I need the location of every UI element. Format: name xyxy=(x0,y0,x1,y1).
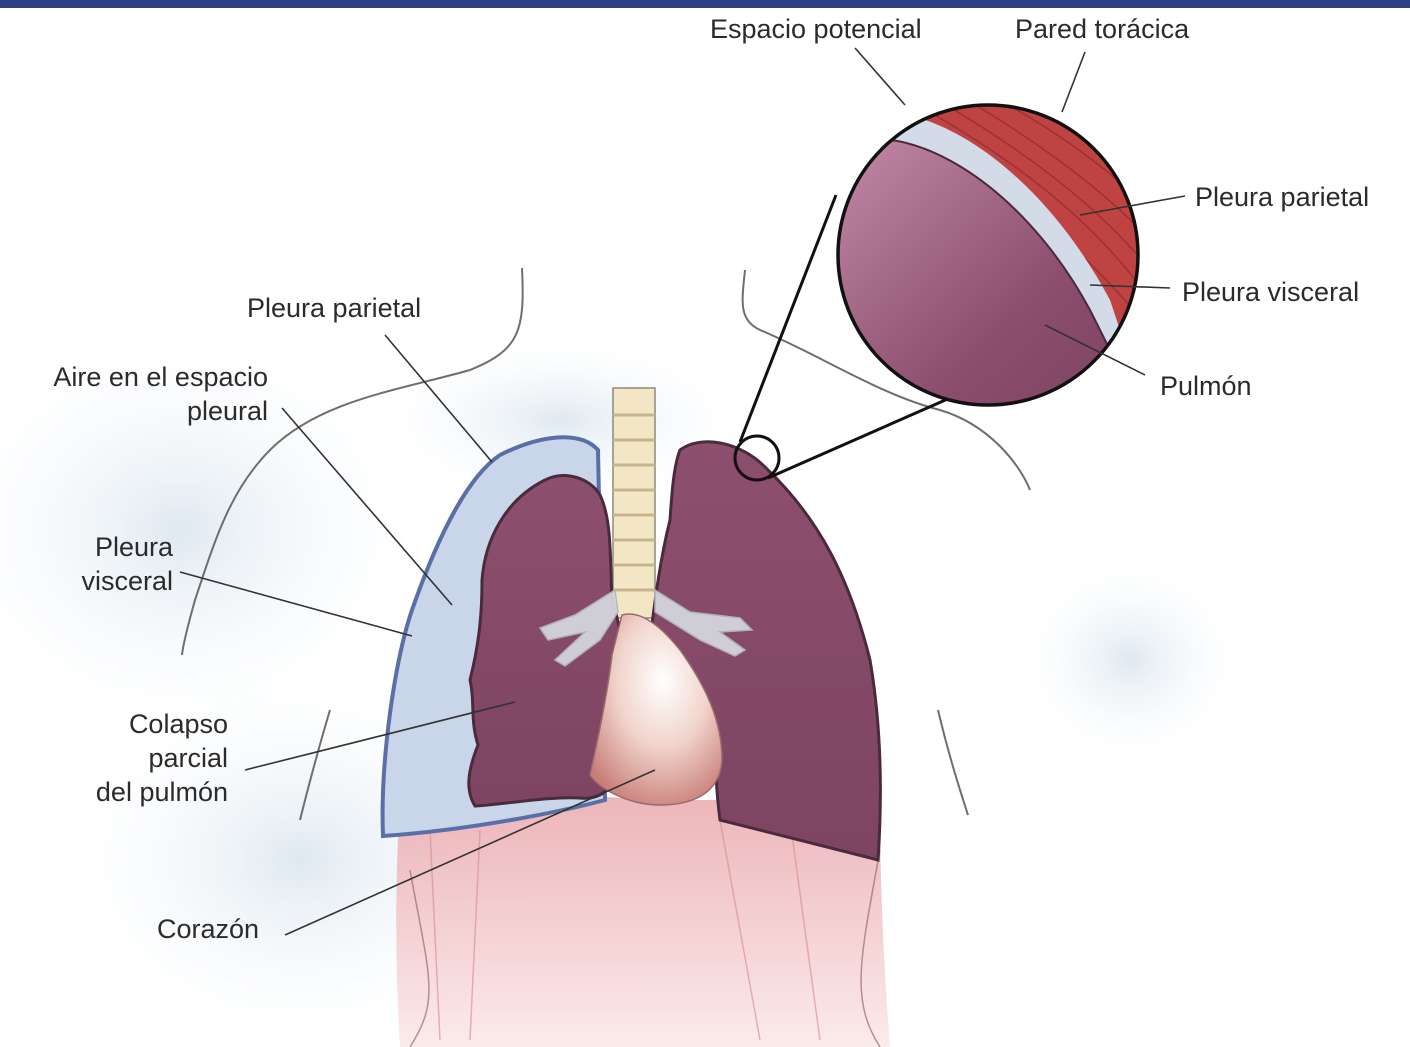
label-pleura-parietal-left: Pleura parietal xyxy=(247,291,421,325)
trachea xyxy=(613,388,655,618)
label-pleura-parietal-inset: Pleura parietal xyxy=(1195,180,1369,214)
label-visceral-line2: visceral xyxy=(40,564,173,598)
label-visceral-line1: Pleura xyxy=(40,530,173,564)
label-partial-lung-collapse: Colapso parcial del pulmón xyxy=(40,707,228,809)
label-air-line1: Aire en el espacio xyxy=(10,360,268,394)
label-air-line2: pleural xyxy=(10,394,268,428)
label-pleura-visceral-left: Pleura visceral xyxy=(40,530,173,598)
label-air-in-pleural-space: Aire en el espacio pleural xyxy=(10,360,268,428)
magnified-inset xyxy=(830,90,1150,430)
label-pleura-visceral-inset: Pleura visceral xyxy=(1182,275,1359,309)
label-heart: Corazón xyxy=(157,912,259,946)
label-collapse-line1: Colapso xyxy=(40,707,228,741)
label-potential-space: Espacio potencial xyxy=(710,12,922,46)
label-collapse-line2: parcial xyxy=(40,741,228,775)
label-collapse-line3: del pulmón xyxy=(40,775,228,809)
label-chest-wall: Pared torácica xyxy=(1015,12,1189,46)
label-lung-inset: Pulmón xyxy=(1160,369,1252,403)
